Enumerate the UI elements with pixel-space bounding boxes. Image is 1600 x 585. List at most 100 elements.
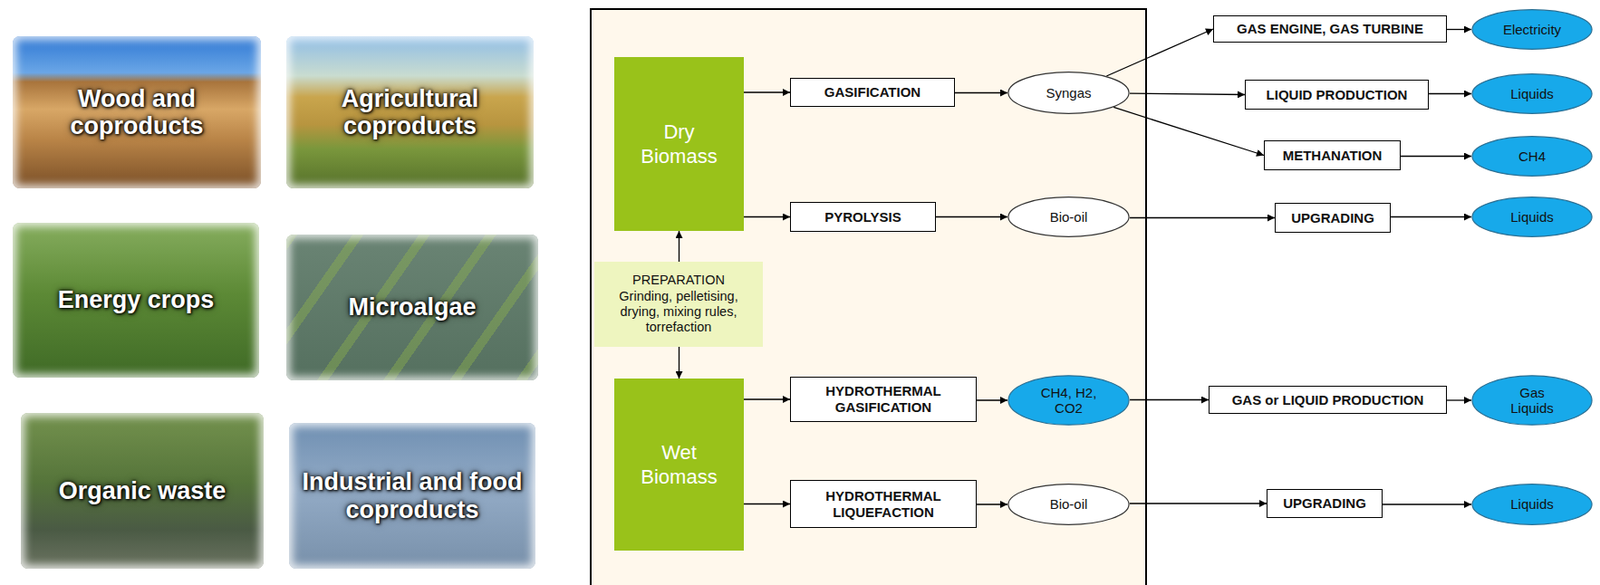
- feedstock-tile: Wood and coproducts: [12, 36, 261, 189]
- node-label: LIQUID PRODUCTION: [1266, 86, 1408, 104]
- feedstock-tile: Energy crops: [12, 222, 260, 378]
- ellipse-shape: [1008, 375, 1129, 425]
- ellipse-shape: [1008, 197, 1129, 238]
- process-box: GASIFICATION: [790, 77, 955, 107]
- biomass-box: Wet Biomass: [614, 378, 744, 551]
- process-box: HYDROTHERMAL LIQUEFACTION: [790, 480, 977, 529]
- product-ellipse: Syngas: [1007, 71, 1130, 115]
- text-wrap: Syngas: [1045, 85, 1091, 101]
- product-ellipse: Liquids: [1471, 196, 1593, 238]
- feedstock-tile: Organic waste: [20, 413, 264, 569]
- text-wrap: GASIFICATION: [824, 84, 921, 101]
- flow-arrow: [1113, 106, 1264, 155]
- text-wrap: PREPARATIONGrinding, pelletising, drying…: [600, 272, 757, 337]
- text-wrap: Bio-oil: [1050, 496, 1089, 512]
- product-ellipse: Liquids: [1471, 73, 1593, 115]
- text-wrap: Energy crops: [57, 286, 215, 314]
- flow-arrow: [743, 91, 791, 93]
- node-label: GAS ENGINE, GAS TURBINE: [1236, 20, 1424, 38]
- text-wrap: CH4: [1518, 148, 1546, 164]
- node-label: Microalgae: [347, 293, 476, 321]
- process-box: METHANATION: [1263, 140, 1401, 171]
- text-wrap: Wet Biomass: [634, 440, 725, 491]
- feedstock-tile: Industrial and food coproducts: [289, 423, 536, 569]
- text-wrap: GAS ENGINE, GAS TURBINE: [1236, 20, 1424, 38]
- text-wrap: Electricity: [1503, 21, 1562, 38]
- node-label: GAS or LIQUID PRODUCTION: [1232, 392, 1425, 409]
- product-ellipse: Gas Liquids: [1471, 375, 1593, 426]
- node-label: CH4, H2, CO2: [1032, 385, 1106, 417]
- product-ellipse: Liquids: [1471, 483, 1593, 526]
- text-wrap: CH4, H2, CO2: [1032, 385, 1106, 417]
- text-wrap: LIQUID PRODUCTION: [1266, 86, 1408, 104]
- node-label: Syngas: [1045, 85, 1091, 101]
- node-label: GASIFICATION: [824, 84, 921, 101]
- process-box: HYDROTHERMAL GASIFICATION: [790, 376, 977, 423]
- text-wrap: PYROLYSIS: [824, 209, 901, 226]
- text-wrap: Dry Biomass: [634, 119, 725, 170]
- text-wrap: UPGRADING: [1291, 210, 1375, 227]
- flow-arrow: [1129, 502, 1267, 504]
- ellipse-shape: [1472, 136, 1592, 177]
- node-label: PYROLYSIS: [824, 209, 901, 226]
- ellipse-shape: [1472, 484, 1592, 526]
- node-label: Wet Biomass: [634, 440, 725, 491]
- node-label: METHANATION: [1282, 147, 1383, 164]
- text-wrap: Liquids: [1510, 86, 1554, 102]
- flow-arrow: [678, 346, 680, 379]
- flow-arrow: [678, 231, 680, 262]
- node-label: Dry Biomass: [634, 119, 725, 170]
- flow-arrow: [1446, 28, 1472, 30]
- ellipse-shape: [1472, 375, 1592, 425]
- product-ellipse: Bio-oil: [1007, 196, 1130, 238]
- text-wrap: Bio-oil: [1050, 209, 1089, 225]
- text-wrap: Liquids: [1510, 496, 1554, 512]
- product-ellipse: Bio-oil: [1007, 483, 1130, 526]
- node-label: Bio-oil: [1050, 496, 1089, 512]
- flow-arrow: [1400, 155, 1472, 157]
- node-label: Energy crops: [57, 286, 215, 314]
- flow-arrow: [1428, 93, 1472, 95]
- node-label: Gas Liquids: [1504, 385, 1560, 417]
- node-label: PREPARATION: [600, 272, 757, 289]
- text-wrap: Wood and coproducts: [23, 85, 251, 140]
- preparation-box: PREPARATIONGrinding, pelletising, drying…: [594, 261, 763, 347]
- feedstock-tile: Microalgae: [286, 234, 539, 381]
- flow-arrow: [1129, 217, 1275, 219]
- flow-arrow: [1446, 399, 1472, 401]
- biomass-box: Dry Biomass: [614, 57, 744, 232]
- process-box: PYROLYSIS: [790, 202, 936, 232]
- node-label: HYDROTHERMAL LIQUEFACTION: [810, 488, 956, 521]
- node-label: Liquids: [1510, 86, 1554, 102]
- ellipse-shape: [1472, 74, 1592, 115]
- product-ellipse: CH4: [1471, 135, 1593, 177]
- process-box: GAS or LIQUID PRODUCTION: [1208, 385, 1447, 415]
- process-box: UPGRADING: [1274, 202, 1391, 233]
- feedstock-tile: Agricultural coproducts: [286, 36, 534, 189]
- node-label: UPGRADING: [1291, 210, 1375, 227]
- flow-arrow: [976, 399, 1008, 401]
- node-label: Electricity: [1503, 21, 1562, 38]
- process-box: GAS ENGINE, GAS TURBINE: [1213, 15, 1447, 43]
- node-label: UPGRADING: [1282, 495, 1367, 512]
- flow-arrow: [1382, 503, 1472, 505]
- text-wrap: GAS or LIQUID PRODUCTION: [1232, 392, 1425, 409]
- text-wrap: METHANATION: [1282, 147, 1383, 164]
- flow-arrow: [954, 92, 1008, 94]
- ellipse-shape: [1008, 72, 1129, 115]
- process-box: UPGRADING: [1266, 489, 1383, 519]
- flow-arrow: [743, 503, 791, 505]
- flow-arrow: [1106, 28, 1214, 77]
- product-ellipse: CH4, H2, CO2: [1007, 375, 1130, 426]
- node-label: Liquids: [1510, 496, 1554, 512]
- text-wrap: Liquids: [1510, 209, 1554, 225]
- flow-arrow: [976, 503, 1008, 505]
- node-label: HYDROTHERMAL GASIFICATION: [810, 383, 956, 416]
- text-wrap: Organic waste: [58, 477, 227, 505]
- text-wrap: UPGRADING: [1282, 495, 1367, 512]
- node-label: Wood and coproducts: [23, 85, 251, 140]
- flow-arrow: [743, 398, 791, 400]
- node-body: Grinding, pelletising, drying, mixing ru…: [600, 289, 757, 337]
- product-ellipse: Electricity: [1471, 9, 1593, 50]
